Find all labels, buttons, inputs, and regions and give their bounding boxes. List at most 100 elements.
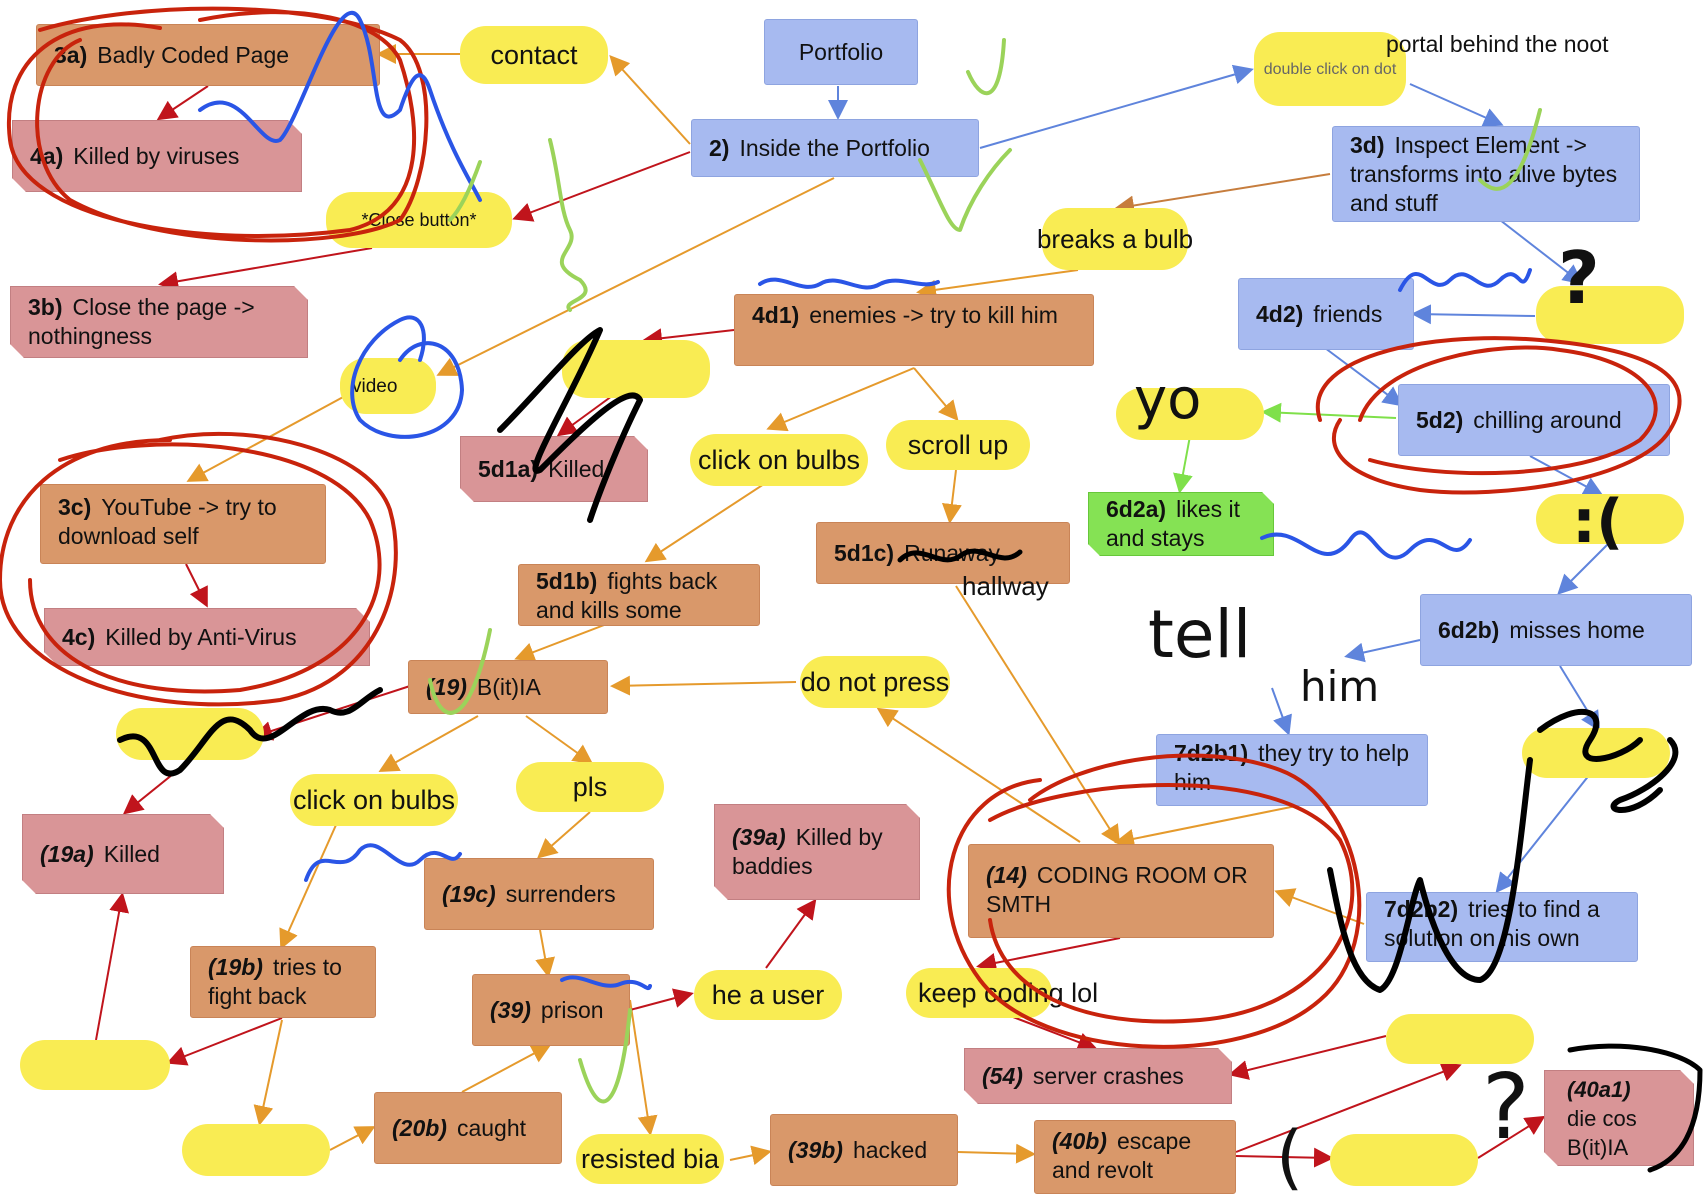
node-bubble-bottom-left	[182, 1124, 330, 1176]
arrow-bubble-caught	[329, 1126, 376, 1151]
arrow-enemies-click	[766, 367, 915, 432]
arrow-chilling-yo	[1261, 402, 1397, 423]
node-bubble-friends	[1536, 286, 1684, 344]
node-video: video	[340, 358, 436, 414]
node-killed-baddies: (39a)Killed by baddies	[714, 804, 920, 900]
node-caught: (20b)caught	[374, 1092, 562, 1164]
node-surrenders: (19c)surrenders	[424, 858, 654, 930]
node-contact: contact	[460, 26, 608, 84]
node-hacked: (39b)hacked	[770, 1114, 958, 1186]
node-chilling: 5d2)chilling around	[1398, 384, 1670, 456]
arrow-find-coding	[1274, 888, 1365, 925]
arrow-hacked-escape	[957, 1143, 1036, 1164]
arrow-inspect-breaks	[1114, 173, 1331, 216]
handwriting-yo: yo	[1134, 367, 1202, 432]
node-portal-bubble: double click on dot	[1254, 32, 1406, 106]
arrow-surrenders-prison	[535, 929, 555, 978]
node-pls: pls	[516, 762, 664, 812]
node-die-cos: (40a1)die cos B(it)IA	[1544, 1070, 1694, 1166]
node-he-a-user: he a user	[694, 970, 842, 1020]
arrow-video-youtube	[186, 395, 346, 482]
arrow-click2-triesfight	[279, 815, 341, 950]
arrow-coding-keep	[976, 937, 1121, 973]
node-escape: (40b)escape and revolt	[1034, 1120, 1236, 1194]
node-bubble-z	[1522, 728, 1670, 778]
arrow-bitia-bubble	[252, 685, 411, 741]
arrow-scroll-runaway	[941, 469, 962, 524]
arrow-donotpress-bitia	[610, 675, 797, 696]
arrow-bitia-click2	[378, 715, 479, 772]
arrow-yo-likes	[1173, 435, 1193, 494]
node-portfolio: Portfolio	[764, 19, 918, 85]
handwriting-paren: (	[1276, 1116, 1304, 1198]
arrow-inspect-bubble	[1499, 219, 1584, 285]
hallway-text: hallway	[962, 571, 1049, 601]
arrow-bubble-diecos	[1477, 1115, 1546, 1159]
arrow-runaway-coding	[955, 585, 1121, 846]
arrow-sad-misses	[1557, 541, 1611, 595]
handwriting-tell: tell	[1148, 596, 1252, 673]
handwriting-him: him	[1300, 662, 1380, 711]
handwriting-question-top: ?	[1558, 236, 1600, 320]
node-bubble-yo	[1116, 388, 1264, 440]
node-bubble-5d1a	[562, 340, 710, 398]
arrow-resisted-hacked	[729, 1145, 772, 1166]
arrow-badly-killed	[156, 85, 209, 121]
arrow-misses-tell	[1344, 639, 1421, 663]
arrow-bubble-friends	[1411, 304, 1536, 325]
arrow-triesfight-bubble	[253, 1019, 283, 1126]
arrow-prison-resisted	[629, 999, 658, 1136]
node-click-bulbs-1: click on bulbs	[690, 434, 868, 486]
node-killed-antivirus: 4c)Killed by Anti-Virus	[44, 608, 370, 666]
node-bitia: (19)B(it)IA	[408, 660, 608, 714]
arrow-prison-heuser	[629, 988, 694, 1011]
node-prison: (39)prison	[472, 974, 630, 1046]
arrow-portal-inspect	[1409, 83, 1504, 127]
node-bubble-sad	[1536, 494, 1684, 544]
arrow-inside-contact	[609, 55, 691, 145]
arrow-friends-chilling	[1324, 347, 1404, 407]
node-breaks-bulb: breaks a bulb	[1037, 208, 1193, 270]
arrow-fights-bitia	[514, 621, 613, 662]
arrow-pls-surrenders	[536, 811, 591, 859]
arrow-bubble-tries-find	[1495, 773, 1591, 894]
arrow-bubble-killed19a	[122, 761, 189, 815]
arrow-youtube-antivirus	[185, 563, 208, 608]
node-close-page: 3b)Close the page -> nothingness	[10, 286, 308, 358]
node-bubble-19a	[116, 708, 264, 760]
arrow-bitia-pls	[525, 715, 594, 765]
node-youtube: 3c)YouTube -> try to download self	[40, 484, 326, 564]
arrow-close-closepage	[158, 247, 373, 292]
node-badly-coded: 3a)Badly Coded Page	[36, 24, 380, 86]
node-click-bulbs-2: click on bulbs	[290, 774, 458, 826]
node-resisted: resisted bia	[576, 1134, 724, 1184]
node-scroll-up: scroll up	[886, 420, 1030, 470]
node-they-try: 7d2b1)they try to help him	[1156, 734, 1428, 806]
node-friends: 4d2)friends	[1238, 278, 1414, 350]
arrow-bubble-killed19a-up	[95, 892, 129, 1041]
arrow-bubble-server	[1228, 1035, 1387, 1080]
node-bubble-server	[1386, 1014, 1534, 1064]
arrow-enemies-scroll	[913, 367, 959, 422]
node-label: Portfolio	[798, 38, 884, 65]
arrow-tell-tries	[1271, 687, 1292, 736]
arrow-escape-bubble	[1235, 1147, 1334, 1168]
node-tries-fight: (19b)tries to fight back	[190, 946, 376, 1018]
arrow-caught-prison	[461, 1044, 552, 1093]
arrow-bubble-killed5d1a	[556, 395, 613, 437]
arrow-inside-portal	[979, 64, 1254, 149]
node-killed-19a: (19a)Killed	[22, 814, 224, 894]
node-fights-back: 5d1b)fights back and kills some	[518, 564, 760, 626]
handwriting-question-bottom: ?	[1482, 1055, 1530, 1160]
node-do-not-press: do not press	[800, 656, 950, 708]
node-bubble-escape	[1330, 1134, 1478, 1186]
node-killed-viruses: 4a)Killed by viruses	[12, 120, 302, 192]
handwriting-sad: :(	[1572, 487, 1624, 557]
arrow-triesfight-bubbleleft	[166, 1017, 283, 1066]
arrow-inside-close	[512, 151, 691, 222]
arrow-misses-bubble	[1559, 665, 1601, 732]
arrow-breaks-enemies	[916, 269, 1079, 300]
arrow-click-fights	[644, 483, 765, 563]
arrow-escape-bubbletop	[1235, 1062, 1462, 1153]
node-inspect-element: 3d)Inspect Element -> transforms into al…	[1332, 126, 1640, 222]
